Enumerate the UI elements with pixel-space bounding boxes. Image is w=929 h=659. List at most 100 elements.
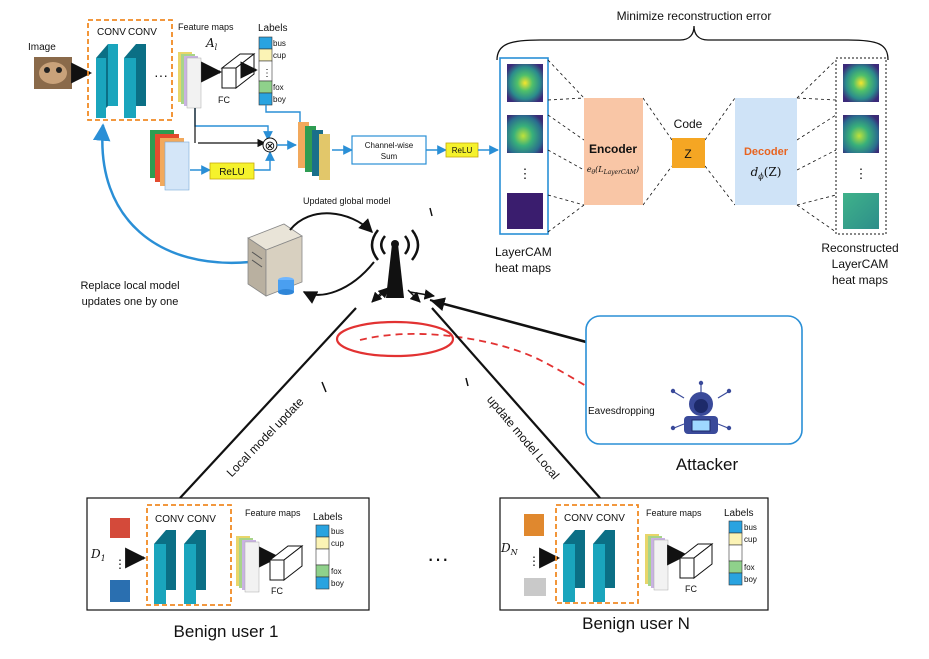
conv-group-box (87, 19, 173, 121)
decoder-fn: dϕ(Z) (751, 165, 782, 181)
user1-label-fox: fox (331, 567, 342, 576)
server-icon (247, 223, 303, 297)
relu-left-box (209, 162, 255, 180)
layercam-map-n (507, 193, 543, 229)
userN-labels-title: Labels (724, 508, 753, 519)
relu-left-label: ReLU (219, 167, 245, 178)
userN-vdots: ⋮ (528, 554, 540, 568)
weighted-maps-stack (298, 122, 330, 180)
userN-sample-1 (524, 514, 544, 536)
label-fox: fox (273, 83, 284, 92)
layercam-label-2: heat maps (495, 261, 551, 275)
recon-label-2: LayerCAM (832, 257, 889, 271)
feature-symbol: Al (205, 36, 218, 52)
label-cup: cup (273, 51, 286, 60)
userN-caption: Benign user N (582, 614, 690, 633)
local-update-right-label: update model Local (484, 393, 562, 482)
userN-label-cup: cup (744, 535, 757, 544)
user1-vdots: ⋮ (114, 557, 126, 571)
user1-conv-box (146, 504, 232, 606)
code-symbol: Z (684, 147, 691, 161)
user1-fc-label: FC (271, 586, 283, 596)
recon-label-1: Reconstructed (821, 241, 898, 255)
decoder-label: Decoder (744, 146, 789, 158)
code-label: Code (674, 117, 703, 131)
multiply-symbol: ⊗ (265, 138, 276, 153)
label-boy: boy (273, 95, 286, 104)
antenna-tower-icon (370, 229, 420, 298)
eavesdropping-label: Eavesdropping (588, 406, 655, 417)
user1-label-bus: bus (331, 527, 344, 536)
userN-conv1: CONV (564, 513, 593, 524)
users-ellipsis: ··· (427, 546, 449, 571)
user1-labels-column (315, 524, 330, 590)
recon-label-3: heat maps (832, 273, 888, 287)
layercam-map-2 (507, 115, 543, 153)
userN-conv-layers (563, 530, 615, 602)
relu-right-label: ReLU (452, 146, 473, 155)
userN-fc-label: FC (685, 584, 697, 594)
user1-feature-stack (236, 536, 260, 593)
encoder-fn: eθ(LLayerCAM) (587, 165, 639, 176)
gradient-maps-stack (150, 130, 190, 191)
userN-label-fox: fox (744, 563, 755, 572)
reconstructed-map-2 (843, 115, 879, 153)
user1-conv2: CONV (187, 514, 216, 525)
conv-layer-1 (96, 44, 118, 118)
userN-conv2: CONV (596, 513, 625, 524)
encoder-block (584, 98, 643, 205)
user1-conv1: CONV (155, 514, 184, 525)
fc-label: FC (218, 95, 230, 105)
labels-title: Labels (258, 23, 287, 34)
user1-caption: Benign user 1 (174, 622, 279, 641)
user1-sample-n (110, 580, 130, 602)
user1-sample-1 (110, 518, 130, 538)
label-vdots: ⋮ (262, 68, 272, 79)
replace-label-1: Replace local model (80, 280, 179, 292)
conv1-label: CONV (97, 27, 126, 38)
userN-fc-layer (678, 542, 714, 580)
updated-global-label: Updated global model (303, 196, 391, 206)
channel-sum-line2: Sum (381, 152, 398, 161)
feature-maps-label: Feature maps (178, 22, 234, 32)
replace-label-2: updates one by one (82, 296, 179, 308)
encoder-label: Encoder (589, 142, 637, 156)
userN-sample-n (524, 578, 546, 596)
userN-conv-box (555, 504, 639, 604)
user1-conv-layers (154, 530, 206, 604)
input-image-icon (34, 57, 72, 89)
channel-sum-box (351, 135, 427, 165)
conv2-label: CONV (128, 27, 157, 38)
userN-feature-maps: Feature maps (646, 508, 702, 518)
layercam-vdots: ⋮ (519, 166, 532, 181)
userN-labels-column (728, 520, 743, 586)
hacker-icon (670, 380, 732, 434)
intercept-ellipse (335, 320, 455, 358)
attacker-box (585, 315, 803, 445)
feature-maps-stack (178, 52, 202, 109)
decoder-block (735, 98, 797, 205)
user1-fc-layer (268, 544, 304, 582)
userN-label-bus: bus (744, 523, 757, 532)
user1-labels-title: Labels (313, 512, 342, 523)
labels-column (258, 36, 273, 106)
user1-label-boy: boy (331, 579, 344, 588)
user1-feature-maps: Feature maps (245, 508, 301, 518)
user1-dataset: D1 (90, 547, 106, 563)
conv-layer-2 (124, 44, 146, 118)
code-block (672, 138, 705, 168)
user1-label-cup: cup (331, 539, 344, 548)
channel-sum-line1: Channel-wise (365, 141, 414, 150)
attacker-label: Attacker (676, 455, 739, 474)
layercam-label-1: LayerCAM (495, 245, 552, 259)
reconstructed-map-n (843, 193, 879, 229)
reconstructed-map-1 (843, 64, 879, 102)
userN-dataset: DN (500, 541, 519, 557)
image-label: Image (28, 42, 56, 53)
userN-label-boy: boy (744, 575, 757, 584)
layercam-map-1 (507, 64, 543, 102)
label-bus: bus (273, 39, 286, 48)
userN-feature-stack (645, 534, 669, 591)
